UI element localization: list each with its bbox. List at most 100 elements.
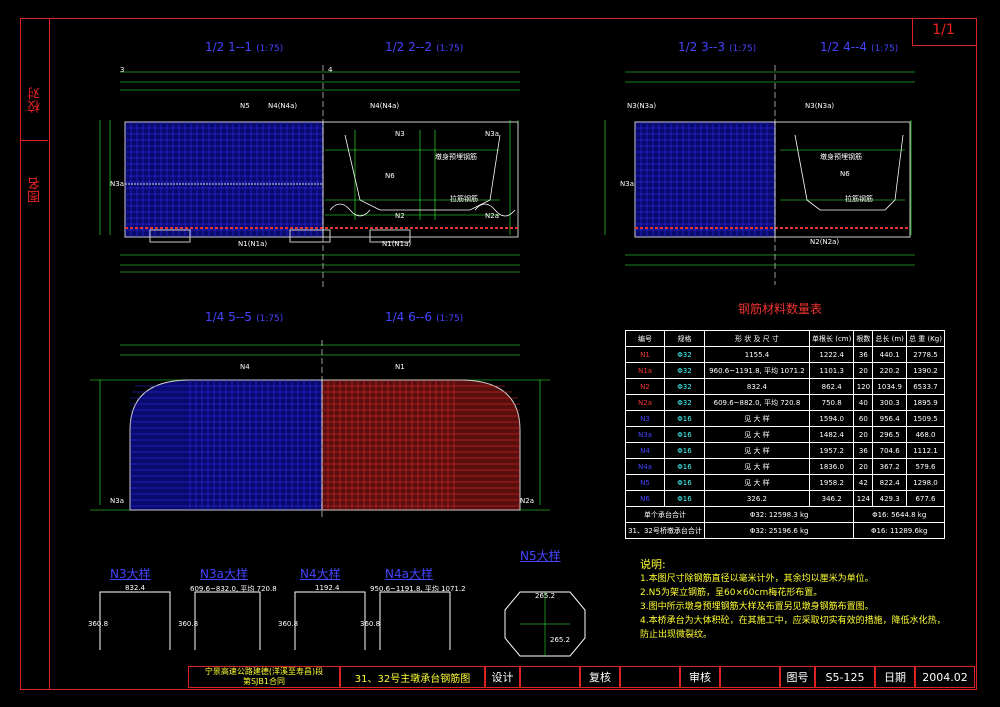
cell: Φ16 <box>664 442 705 459</box>
cell: N4a <box>624 458 666 475</box>
cell: 832.4 <box>703 378 810 395</box>
label-n4a: N3a <box>620 180 634 188</box>
label-n4a-55: N4 <box>240 363 250 371</box>
cell: 750.8 <box>808 394 855 411</box>
label-pier-rebar: 墩身预埋钢筋 <box>435 153 477 161</box>
cell: Φ16 <box>664 458 705 475</box>
material-table: 编号 规格 形 状 及 尺 寸 单根长 (cm) 根数 总长 (m) 总 重 (… <box>624 330 946 539</box>
sec-mark-3: 3 <box>120 66 125 74</box>
cell: N2 <box>624 378 666 395</box>
cell: Φ16 <box>664 490 705 507</box>
detail-n5-dim1: 265.2 <box>535 592 556 600</box>
cell: 见 大 样 <box>703 442 810 459</box>
label-n2a: N2a <box>485 212 499 220</box>
material-table-title: 钢筋材料数量表 <box>738 302 823 316</box>
cell: 367.2 <box>872 458 907 475</box>
contract-name: 第SJB1合同 <box>242 677 285 686</box>
cell: 1957.2 <box>808 442 855 459</box>
label-n3a: N3a <box>110 180 124 188</box>
cell: 956.4 <box>872 410 907 427</box>
cell: 20 <box>853 362 874 379</box>
detail-n4-top: 1192.4 <box>315 584 340 592</box>
section-title-5-5: 1/4 5--5(1:75) <box>205 310 284 324</box>
title-block-drawing-title: 31、32号主墩承台钢筋图 <box>340 666 485 688</box>
cell: Φ16 <box>664 426 705 443</box>
detail-title-n4: N4大样 <box>300 567 341 581</box>
title-block-drawing-no-label: 图号 <box>780 666 815 688</box>
drawing-name-label: 图名 <box>28 177 43 203</box>
cell: 440.1 <box>872 346 907 363</box>
cell: 单个承台合计 <box>625 506 705 523</box>
cell: 2778.5 <box>905 346 946 363</box>
label-n5: N5 <box>240 102 250 110</box>
cell: Φ32 <box>664 346 705 363</box>
cell: 1509.5 <box>905 410 946 427</box>
cell: N1 <box>624 346 666 363</box>
note-item: 4.本桥承台为大体积砼，在其施工中，应采取切实有效的措施，降低水化热， <box>640 616 946 626</box>
table-header-row: 编号 规格 形 状 及 尺 寸 单根长 (cm) 根数 总长 (m) 总 重 (… <box>624 330 946 347</box>
cell: N5 <box>624 474 666 491</box>
cell: 579.6 <box>905 458 946 475</box>
check-label: 校对 <box>28 87 43 113</box>
cell: Φ16: 11289.6kg <box>853 522 945 539</box>
cell: 1101.3 <box>808 362 855 379</box>
col-count: 根数 <box>853 330 874 347</box>
title-block-date-label: 日期 <box>875 666 915 688</box>
cell: Φ32 <box>664 394 705 411</box>
cell: 120 <box>853 378 874 395</box>
cell: 822.4 <box>872 474 907 491</box>
cell: 1836.0 <box>808 458 855 475</box>
cell: 296.5 <box>872 426 907 443</box>
cell: N6 <box>624 490 666 507</box>
cell: 见 大 样 <box>703 410 810 427</box>
cell: 见 大 样 <box>703 474 810 491</box>
cell: 1155.4 <box>703 346 810 363</box>
cell: 40 <box>853 394 874 411</box>
cell: 42 <box>853 474 874 491</box>
detail-n4-side: 360.8 <box>278 620 299 628</box>
cell: 1895.9 <box>905 394 946 411</box>
cell: Φ32: 25196.6 kg <box>703 522 855 539</box>
cell: 862.4 <box>808 378 855 395</box>
detail-title-n4a: N4a大样 <box>385 567 433 581</box>
section-3-4-svg <box>604 65 915 285</box>
cell: 704.6 <box>872 442 907 459</box>
cell: Φ16 <box>664 474 705 491</box>
note-item: 1.本图尺寸除钢筋直径以毫米计外，其余均以厘米为单位。 <box>640 574 874 584</box>
col-no: 编号 <box>624 330 666 347</box>
cell: 1112.1 <box>905 442 946 459</box>
cell: N4 <box>624 442 666 459</box>
cell: N2a <box>624 394 666 411</box>
label-n6: N6 <box>385 172 395 180</box>
label-n1-right: N1(N1a) <box>382 240 412 248</box>
cell: 60 <box>853 410 874 427</box>
title-block-project: 宁景高速公路建德(洋溪至寿昌)段 第SJB1合同 <box>188 666 340 688</box>
cell: Φ16: 5644.8 kg <box>853 506 945 523</box>
section-title-1-1: 1/2 1--1(1:75) <box>205 40 284 54</box>
project-name: 宁景高速公路建德(洋溪至寿昌)段 <box>204 667 324 676</box>
cell: N3a <box>624 426 666 443</box>
title-block-audit-label: 审核 <box>680 666 720 688</box>
cell: 20 <box>853 458 874 475</box>
col-len: 单根长 (cm) <box>808 330 855 347</box>
label-n2: N2 <box>395 212 405 220</box>
cell: 468.0 <box>905 426 946 443</box>
title-block-review-label: 复核 <box>580 666 620 688</box>
label-pier-rebar-b: 墩身预埋钢筋 <box>820 153 862 161</box>
title-block-design-label: 设计 <box>485 666 520 688</box>
cell: 31、32号桥墩承台合计 <box>625 522 705 539</box>
label-n4: N4(N4a) <box>268 102 298 110</box>
title-block-drawing-no: S5-125 <box>815 666 875 688</box>
cell: Φ32: 12598.3 kg <box>703 506 855 523</box>
label-n2a-66: N2a <box>520 497 534 505</box>
note-item: 防止出现微裂纹。 <box>640 630 713 640</box>
detail-n3-top: 832.4 <box>125 584 146 592</box>
col-weight: 总 重 (Kg) <box>905 330 946 347</box>
sheet-number: 1/1 <box>932 22 955 38</box>
